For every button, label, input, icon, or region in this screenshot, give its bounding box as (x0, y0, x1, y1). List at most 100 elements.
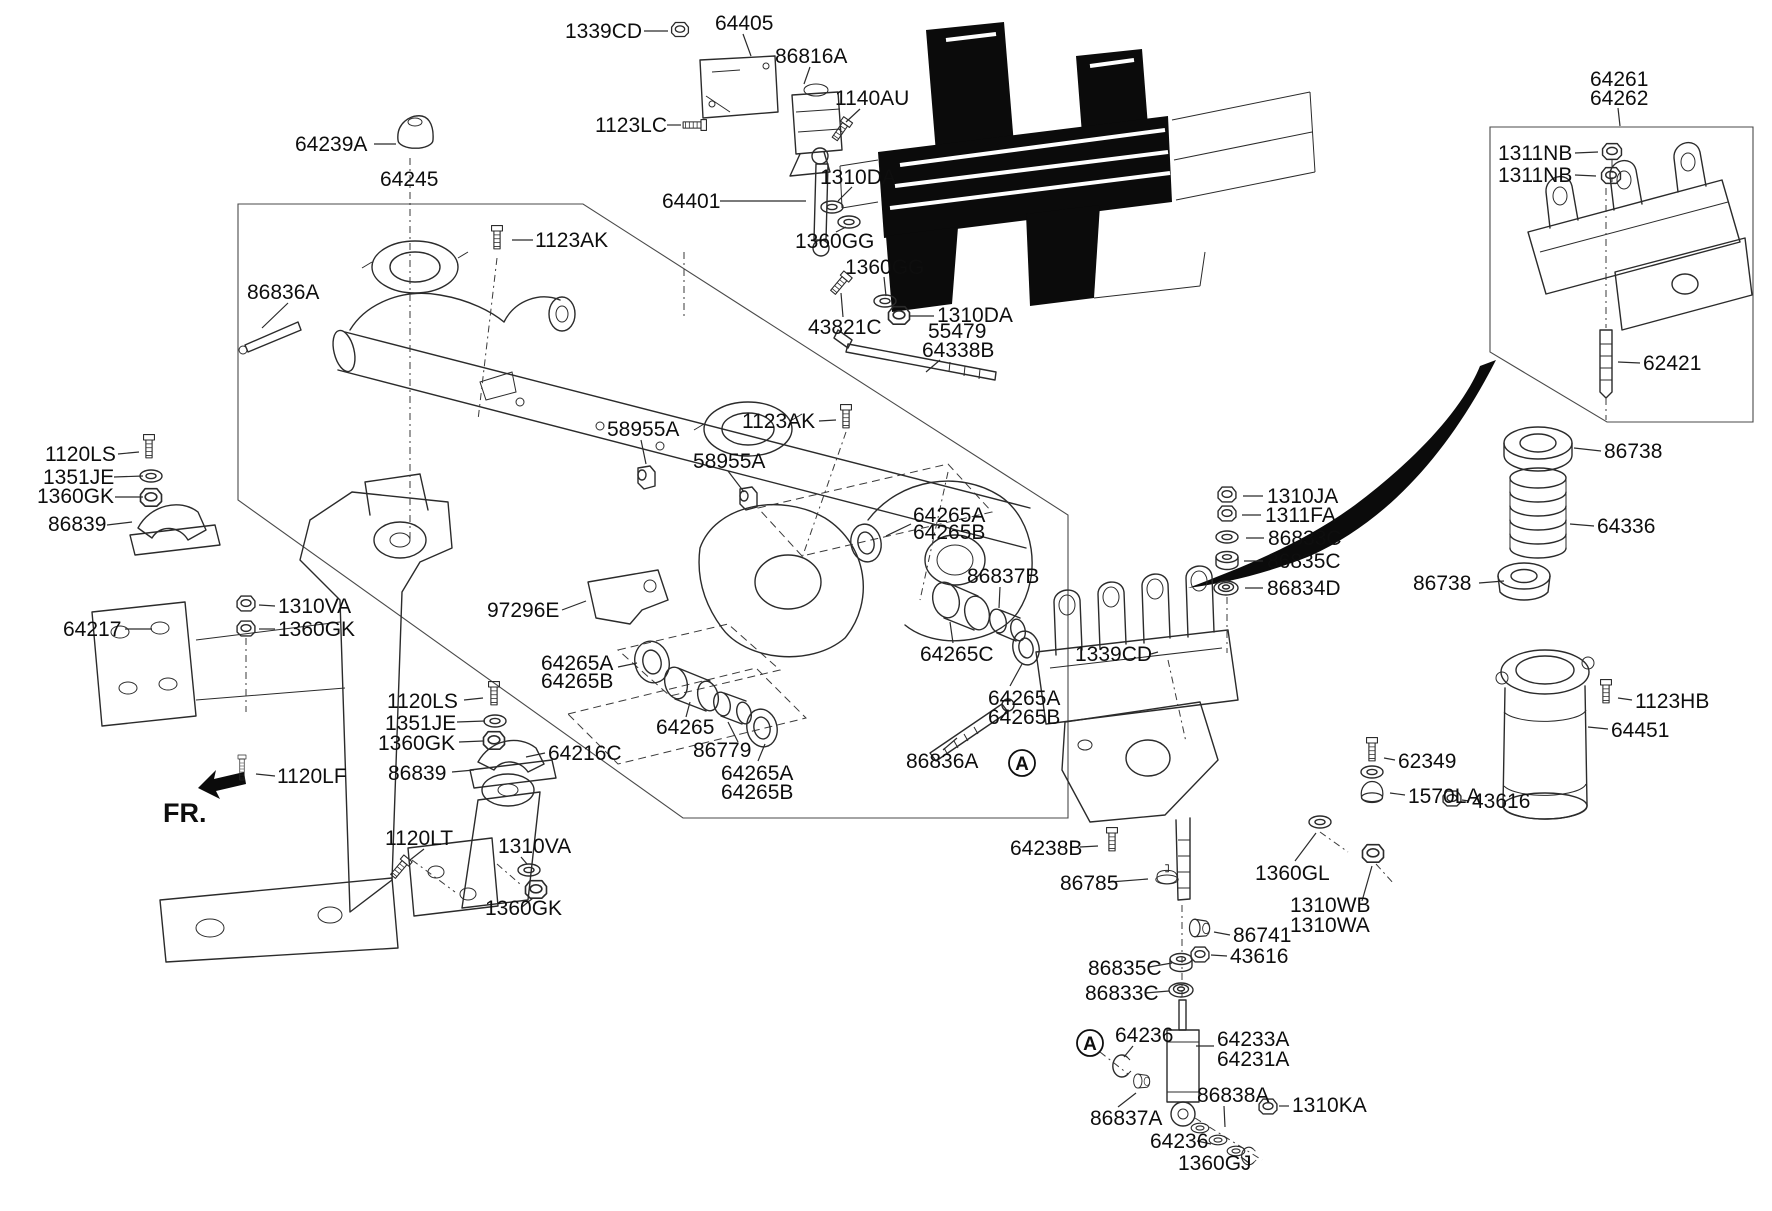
centerline (1319, 831, 1349, 853)
part-label-43616: 43616 (1230, 945, 1288, 968)
leader-line (117, 451, 140, 455)
leader-line (885, 523, 912, 537)
leader-line (525, 752, 546, 758)
leader-line (1573, 447, 1602, 452)
leader-line (1389, 792, 1406, 796)
part-label-86836a: 86836A (906, 750, 978, 773)
part-label-64262: 64262 (1590, 87, 1648, 110)
part-label-86839: 86839 (48, 513, 106, 536)
leader-line (942, 737, 958, 751)
part-label-86839: 86839 (388, 762, 446, 785)
nut-1360GK-icon (139, 487, 163, 507)
part-label-1339cd: 1339CD (565, 20, 642, 43)
centerline (1099, 1051, 1129, 1075)
leader-line (1079, 845, 1099, 848)
part-label-86779: 86779 (693, 739, 751, 762)
centerline (1167, 659, 1187, 743)
part-label-64265b: 64265B (913, 521, 985, 544)
part-label-86837b: 86837B (967, 565, 1039, 588)
bushing-ring-64265-right (1012, 630, 1040, 666)
part-label-86738: 86738 (1604, 440, 1662, 463)
nut-1339CD-icon (670, 21, 690, 38)
part-label-fr: FR. (163, 798, 207, 828)
part-label-1123lc: 1123LC (595, 114, 667, 137)
leader-line (640, 439, 647, 465)
part-label-64261: 64261 (1590, 68, 1648, 91)
part-label-1351je: 1351JE (385, 712, 456, 735)
leader-line (458, 740, 484, 743)
part-label-1120lf: 1120LF (277, 765, 347, 788)
part-label-1311nb: 1311NB (1498, 142, 1572, 165)
leader-line (451, 769, 475, 773)
leader-line (727, 721, 739, 743)
clip-58955A-icon (637, 465, 656, 490)
trailing-arm-right (698, 480, 1033, 658)
part-label-43821c: 43821C (808, 316, 882, 339)
leader-line (1210, 954, 1228, 957)
part-label-1310ka: 1310KA (1292, 1094, 1367, 1117)
part-label-1140au: 1140AU (835, 87, 909, 110)
leader-line (757, 743, 766, 762)
leader-line (1478, 580, 1505, 584)
centerline (477, 257, 498, 421)
spring-seat-upper-86738 (1503, 426, 1573, 472)
detail-marker-circle (1008, 749, 1036, 777)
part-label-64338b: 64338B (922, 339, 994, 362)
part-label-64265: 64265 (656, 716, 714, 739)
part-label-1310da: 1310DA (937, 304, 1013, 327)
part-label-1123hb: 1123HB (1635, 690, 1709, 713)
washer-1360GL-icon (1308, 815, 1332, 829)
part-label-1123ak: 1123AK (742, 410, 815, 433)
detail-pointer-swoosh (1188, 360, 1496, 588)
leader-line (818, 419, 837, 422)
part-label-64217: 64217 (63, 618, 121, 641)
stabilizer-clamp-86839-2 (469, 739, 557, 789)
sensor-bracket-64405 (699, 55, 779, 119)
bushing-86837A-icon (1133, 1073, 1151, 1089)
leader-line (685, 701, 691, 718)
leader-line (1148, 962, 1173, 968)
leader-line (1461, 799, 1470, 802)
part-label-64265b: 64265B (988, 706, 1060, 729)
nut-43616-2-icon (1190, 946, 1210, 963)
part-label-64236: 64236 (1150, 1130, 1208, 1153)
nut-1310WB-icon (1361, 843, 1385, 863)
spacer-86835C-2-icon (1169, 952, 1193, 973)
assembly-centerlines (245, 158, 1613, 1161)
cap-86785-icon (1155, 864, 1179, 885)
bolt-1123HB-icon (1599, 678, 1613, 704)
leader-line (617, 662, 638, 668)
leader-line (840, 292, 844, 318)
detail-marker-letter: A (1015, 754, 1029, 775)
part-label-1360gk: 1360GK (485, 897, 562, 920)
part-label-64265a: 64265A (541, 652, 613, 675)
air-spring-64451 (1495, 649, 1595, 820)
leader-line (521, 897, 534, 908)
bushing-ring-64265-upper (850, 523, 882, 563)
centerline (496, 863, 521, 885)
axle-seat-bracket-right (1035, 565, 1239, 901)
leader-line (1223, 1105, 1226, 1128)
bolt-1123AK-icon (490, 224, 504, 250)
part-label-64236: 64236 (1115, 1024, 1173, 1047)
fr-direction-arrow (198, 770, 246, 799)
washer-1310VA-2-icon (517, 863, 541, 877)
bushing-86837B (989, 608, 1026, 642)
leader-line (1109, 878, 1149, 883)
centerline (1375, 863, 1395, 885)
part-label-1360gl: 1360GL (1255, 862, 1330, 885)
leader-line (742, 33, 752, 57)
washer-86834D-icon (1213, 580, 1239, 596)
detail-marker-circle (1076, 1029, 1104, 1057)
leveling-valve-86816A (789, 83, 843, 177)
part-label-1360gg: 1360GG (795, 230, 874, 253)
leader-line (1144, 990, 1170, 994)
sensor-link-rod-64401 (811, 147, 830, 257)
leader-line (1617, 107, 1621, 127)
part-label-64405: 64405 (715, 12, 773, 35)
part-label-1360gk: 1360GK (37, 485, 114, 508)
part-label-86834d: 86834D (1267, 577, 1341, 600)
part-label-1123ak: 1123AK (535, 229, 608, 252)
bracket-detail-box (1489, 126, 1754, 423)
bumpstop-1570LA-icon (1360, 780, 1384, 804)
